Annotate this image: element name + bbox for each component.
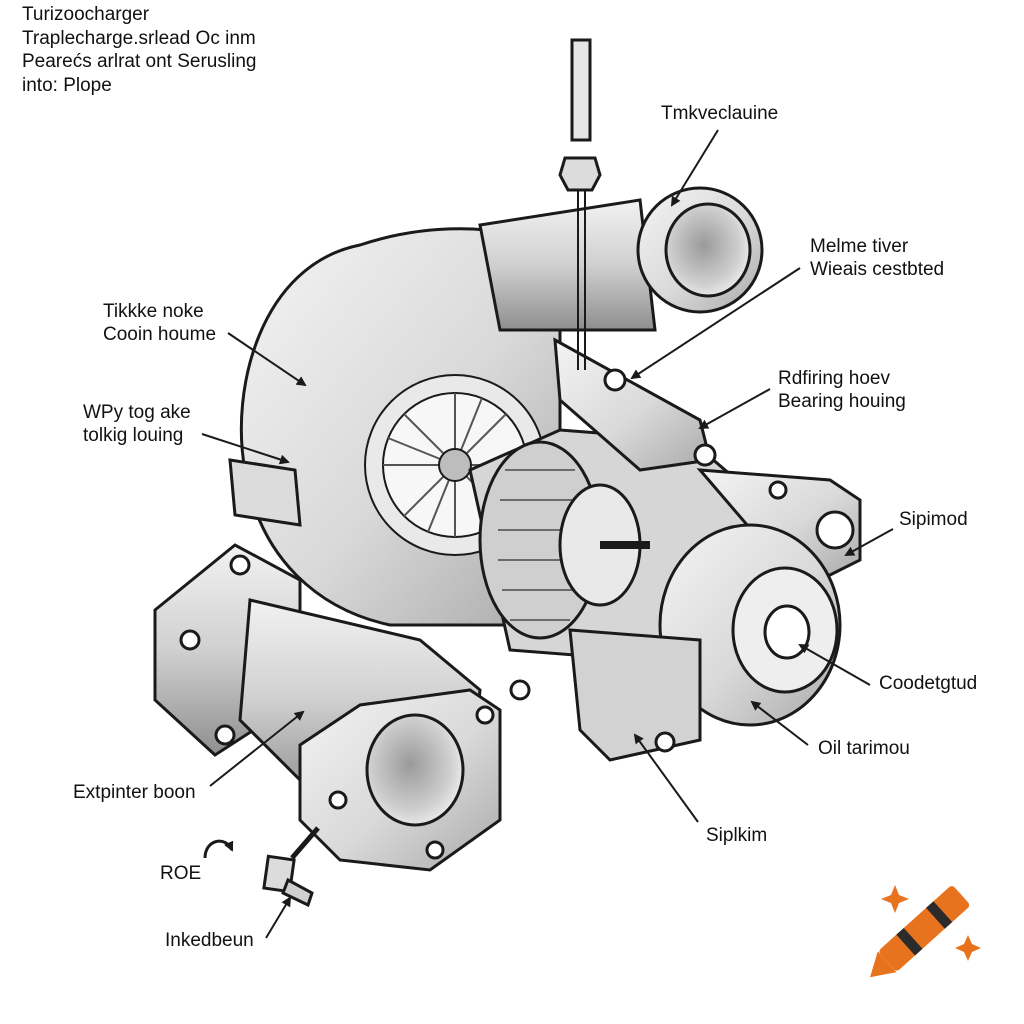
label-right-4: Coodetgtud xyxy=(879,673,978,694)
crayon-logo-icon xyxy=(870,886,970,978)
label-left-1-line-1: Tikkke noke xyxy=(103,301,204,322)
label-left-1-line-2: Cooin houme xyxy=(103,324,217,345)
label-inlet: Inkedbeun xyxy=(165,930,254,951)
label-roe: ROE xyxy=(160,863,202,884)
label-right-3: Sipimod xyxy=(899,509,968,530)
label-top-right: Tmkveclauine xyxy=(661,103,779,124)
label-right-1: Melme tiver Wieais cestbted xyxy=(810,235,944,281)
label-left-2: WPy tog ake tolkig louing xyxy=(83,401,191,447)
title-line-3: Pearećs arlrat ont Serusling xyxy=(22,51,257,72)
actuator-rod xyxy=(558,38,602,370)
label-right-2: Rdfiring hoev Bearing houing xyxy=(778,367,906,413)
curved-arrow-icon xyxy=(203,839,234,859)
title-line-2: Traplecharge.srlead Oc inm xyxy=(22,27,256,49)
diagram-title: Turizoocharger Traplecharge.srlead Oc in… xyxy=(22,3,256,97)
label-right-1-line-2: Wieais cestbted xyxy=(810,259,945,280)
label-right-5: Oil tarimou xyxy=(818,738,910,759)
label-right-2-line-2: Bearing houing xyxy=(778,391,906,412)
label-bottom-center: Siplkim xyxy=(706,825,768,846)
title-line-4: into: Plope xyxy=(22,74,112,96)
title-line-1: Turizoocharger xyxy=(22,4,150,25)
label-bottom-left: Extpinter boon xyxy=(73,782,196,803)
turbine-housing xyxy=(509,468,862,762)
label-right-2-line-1: Rdfiring hoev xyxy=(778,368,890,389)
label-right-1-line-1: Melme tiver xyxy=(810,236,909,257)
label-left-2-line-1: WPy tog ake xyxy=(83,402,191,423)
exhaust-outlet-pipe xyxy=(153,543,502,872)
label-left-1: Tikkke noke Cooin houme xyxy=(103,300,216,346)
sparkle-icon xyxy=(881,885,981,961)
label-left-2-line-2: tolkig louing xyxy=(83,425,184,446)
inlet-fitting xyxy=(262,826,320,908)
label-leader-lines xyxy=(201,129,894,939)
